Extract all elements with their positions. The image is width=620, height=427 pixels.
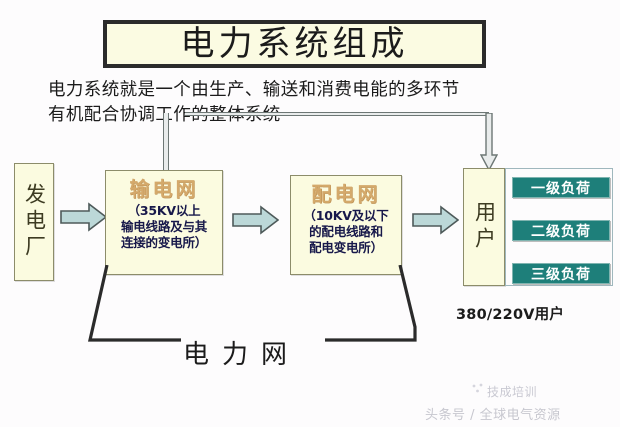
node-power-plant-label: 发电厂 <box>22 183 47 261</box>
page-title: 电力系统组成 <box>180 24 409 64</box>
watermark-logo-icon <box>472 383 483 393</box>
node-distribution-grid-detail: （10KV及以下 的配电线路和 配电变电所） <box>291 208 401 256</box>
node-distribution-detail-line-3: 配电变电所） <box>309 240 383 255</box>
load-levels-frame <box>505 168 613 286</box>
subtitle-to-transmission-vertical-line <box>163 113 169 170</box>
node-transmission-grid-label: 输电网 <box>129 177 199 201</box>
subtitle-description: 电力系统就是一个由生产、输送和消费电能的多环节 有机配合协调工作的整体系统 <box>48 78 548 128</box>
node-power-plant[interactable]: 发电厂 <box>14 163 54 281</box>
node-user-label: 用户 <box>472 201 497 253</box>
load-level-tertiary[interactable]: 三级负荷 <box>512 263 610 284</box>
load-level-primary[interactable]: 一级负荷 <box>512 177 610 198</box>
node-distribution-detail-line-2: 的配电线路和 <box>309 224 383 239</box>
node-transmission-grid-detail: （35KV以上 输电线路及与其 连接的变电所） <box>106 203 222 251</box>
flow-arrow-transmission-to-distribution-icon <box>232 205 279 235</box>
diagram-title-box: 电力系统组成 <box>103 20 486 68</box>
watermark-logo-text: 技成培训 <box>487 385 538 399</box>
load-level-secondary[interactable]: 二级负荷 <box>512 220 610 241</box>
down-arrow-to-user-icon <box>480 113 498 171</box>
subtitle-line-1: 电力系统就是一个由生产、输送和消费电能的多环节 <box>48 80 460 100</box>
flow-arrow-plant-to-transmission-icon <box>60 202 107 232</box>
watermark-bottom-text: 头条号 / 全球电气资源 <box>425 408 561 423</box>
node-distribution-grid-label: 配电网 <box>311 182 381 206</box>
flow-arrow-distribution-to-user-icon <box>412 205 459 235</box>
node-transmission-detail-line-1: （35KV以上 <box>127 203 201 218</box>
node-distribution-grid[interactable]: 配电网 （10KV及以下 的配电线路和 配电变电所） <box>290 175 402 275</box>
power-grid-bracket <box>87 265 417 342</box>
node-transmission-detail-line-3: 连接的变电所） <box>120 235 208 250</box>
node-transmission-detail-line-2: 输电线路及与其 <box>120 219 208 234</box>
node-user[interactable]: 用户 <box>463 168 505 286</box>
power-grid-label: 电力网 <box>183 340 301 370</box>
user-voltage-note: 380/220V用户 <box>456 307 565 323</box>
subtitle-to-user-horizontal-line <box>185 112 489 116</box>
node-distribution-detail-line-1: （10KV及以下 <box>303 208 389 223</box>
node-transmission-grid[interactable]: 输电网 （35KV以上 输电线路及与其 连接的变电所） <box>105 170 223 275</box>
